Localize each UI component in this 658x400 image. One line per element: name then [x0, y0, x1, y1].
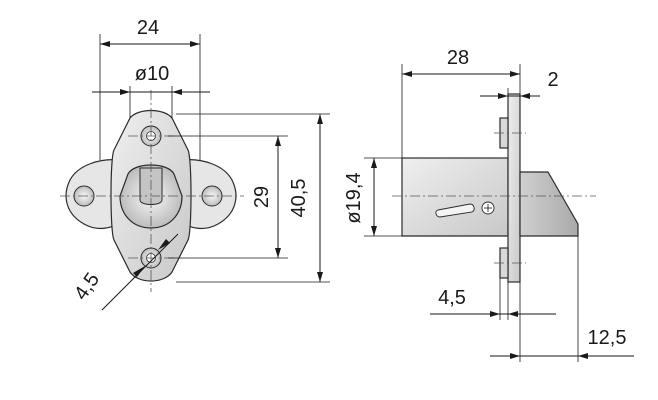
dim-length-label: 28: [447, 47, 469, 69]
side-body: [401, 157, 509, 237]
dim-body-diameter-label: ø19,4: [343, 172, 365, 223]
dim-lug-thickness-label: 4,5: [438, 287, 466, 309]
front-view: 24 ø10 29 40,5 4,5: [60, 17, 330, 311]
side-body-slot: [435, 203, 475, 218]
dim-bore-diameter-label: ø10: [135, 63, 169, 85]
side-bolt: [519, 171, 579, 237]
dim-flange-thickness-label: 2: [547, 69, 558, 91]
side-view: 28 2 ø19,4 4,5 12,5: [343, 47, 634, 362]
dim-height-label: 40,5: [288, 179, 310, 218]
dim-bolt-projection-label: 12,5: [588, 327, 627, 349]
side-flange: [507, 93, 521, 283]
dim-width-label: 24: [137, 17, 159, 39]
dim-hole-spacing-label: 29: [251, 186, 273, 208]
dim-screw-hole-label: 4,5: [70, 269, 104, 304]
